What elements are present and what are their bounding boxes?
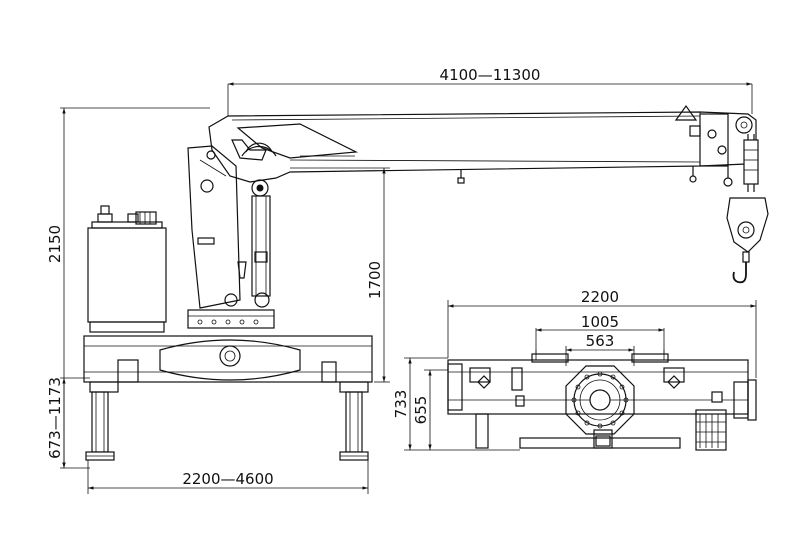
outrigger-leg-right [339, 391, 369, 461]
dimension-column-height: 1700 [290, 167, 390, 383]
hook-block [726, 134, 769, 284]
label-base-height: 733 [392, 390, 410, 419]
outrigger-leg-left [85, 391, 115, 461]
dimension-mount-spacing-inner: 563 [565, 332, 635, 366]
dimension-boom-reach: 4100—11300 [227, 66, 753, 116]
dimension-outrigger-height: 673—1173 [46, 377, 90, 468]
dimension-frame-height: 655 [412, 369, 448, 450]
dimension-base-length: 2200 [447, 288, 757, 378]
label-overall-height: 2150 [46, 225, 64, 263]
label-base-length: 2200 [581, 288, 619, 306]
label-column-height: 1700 [366, 261, 384, 299]
hydraulic-oil-tank [87, 205, 167, 333]
telescopic-boom [208, 104, 757, 187]
dimension-mount-spacing-outer: 1005 [535, 313, 665, 354]
label-frame-height: 655 [412, 396, 430, 425]
label-outrigger-height: 673—1173 [46, 377, 64, 459]
label-boom-reach: 4100—11300 [440, 66, 541, 84]
base-end-view: 2200 1005 563 733 655 [392, 288, 757, 451]
label-outrigger-span: 2200—4600 [182, 470, 273, 488]
dimension-base-height: 733 [392, 357, 520, 451]
dimension-outrigger-span: 2200—4600 [87, 460, 369, 494]
side-elevation-view: 4100—11300 2150 1700 673—1173 2200— [46, 66, 769, 494]
label-mount-spacing-inner: 563 [586, 332, 615, 350]
base-frame [83, 335, 373, 393]
slewing-column [187, 139, 277, 329]
slewing-ring-bolts [571, 371, 629, 429]
dimension-overall-height: 2150 [46, 107, 210, 469]
label-mount-spacing-outer: 1005 [581, 313, 619, 331]
